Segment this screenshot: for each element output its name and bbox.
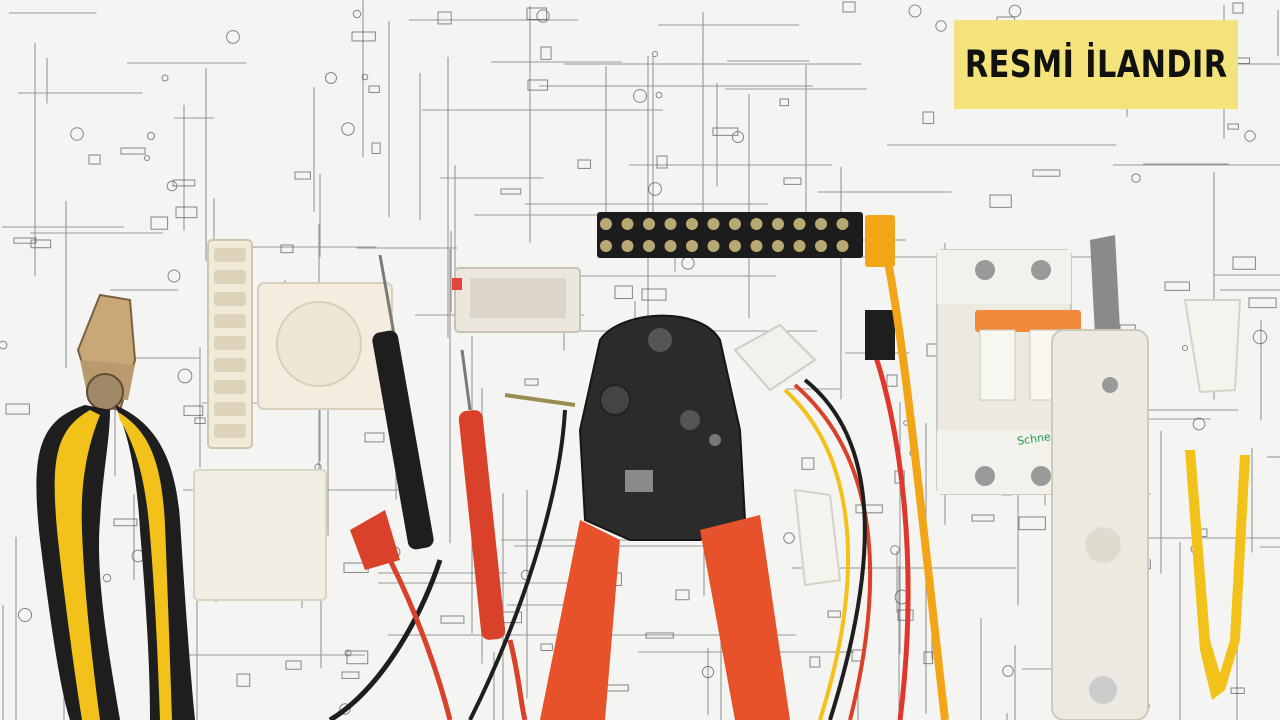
- terminal-block-icon: [597, 212, 863, 258]
- multimeter-probes-icon: [328, 254, 576, 720]
- crimping-tool-icon: [540, 314, 790, 720]
- dimmer-switch-icon: [257, 282, 393, 410]
- cable-box-icon: [193, 469, 327, 601]
- circuit-breaker-icon: Schneider: [936, 249, 1081, 495]
- notice-badge-text: RESMİ İLANDIR: [964, 43, 1228, 86]
- pliers-icon: [36, 293, 195, 720]
- connector-block-icon: [452, 267, 581, 333]
- strip-slots: [214, 248, 246, 438]
- terminal-screws: [600, 218, 849, 252]
- tweezers-icon: [1183, 299, 1250, 700]
- terminal-strip-icon: [207, 239, 253, 449]
- power-connector-icon: [733, 215, 949, 720]
- notice-badge: RESMİ İLANDIR: [954, 20, 1238, 109]
- wire-stripper-icon: [1051, 235, 1149, 720]
